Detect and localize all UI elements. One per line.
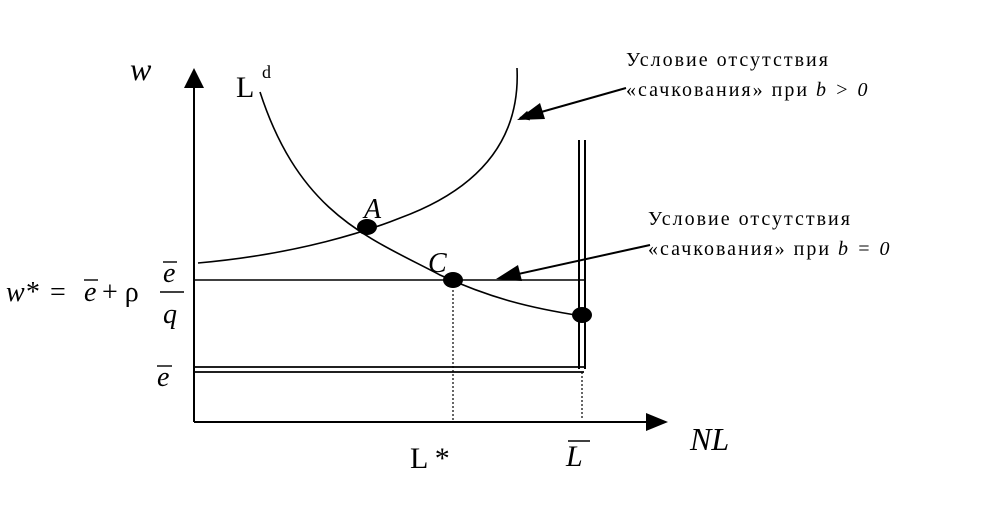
wstar-e: e: [84, 277, 96, 308]
ebar-label: e: [157, 362, 169, 393]
lbar-label: L: [565, 440, 583, 473]
nsc-curve-b-positive: [197, 67, 518, 264]
point-full-employment: [572, 307, 592, 323]
wstar-plus-rho: + ρ: [102, 277, 139, 308]
point-c: [443, 272, 463, 288]
nsc-positive-caption-line2: «сачкования» при b > 0: [626, 79, 870, 101]
arrow-nsc-positive-head: [517, 103, 545, 120]
nsc-zero-caption-line2: «сачкования» при b = 0: [648, 238, 892, 260]
wstar-frac-num: e: [163, 258, 175, 289]
y-axis-arrowhead: [184, 68, 204, 88]
wstar-frac-den: q: [163, 299, 177, 330]
labor-demand-superscript: d: [262, 62, 271, 82]
point-a: [357, 219, 377, 235]
wstar-formula: w* = e + ρ e q: [6, 258, 184, 330]
x-axis-arrowhead: [646, 413, 668, 431]
wstar-lhs: w*: [6, 277, 39, 308]
arrow-nsc-zero-head: [496, 265, 522, 281]
wstar-equals: =: [50, 277, 66, 308]
point-a-label: A: [362, 194, 382, 225]
lstar-label: L *: [410, 442, 450, 475]
labor-demand-curve: [259, 91, 583, 317]
x-axis-label: NL: [689, 421, 729, 457]
labor-demand-label: L: [236, 71, 254, 104]
point-c-label: C: [428, 248, 447, 279]
arrow-nsc-zero: [499, 244, 651, 279]
y-axis-label: w: [130, 51, 152, 87]
nsc-zero-caption-line1: Условие отсутствия: [648, 208, 852, 230]
nsc-positive-caption-line1: Условие отсутствия: [626, 49, 830, 71]
